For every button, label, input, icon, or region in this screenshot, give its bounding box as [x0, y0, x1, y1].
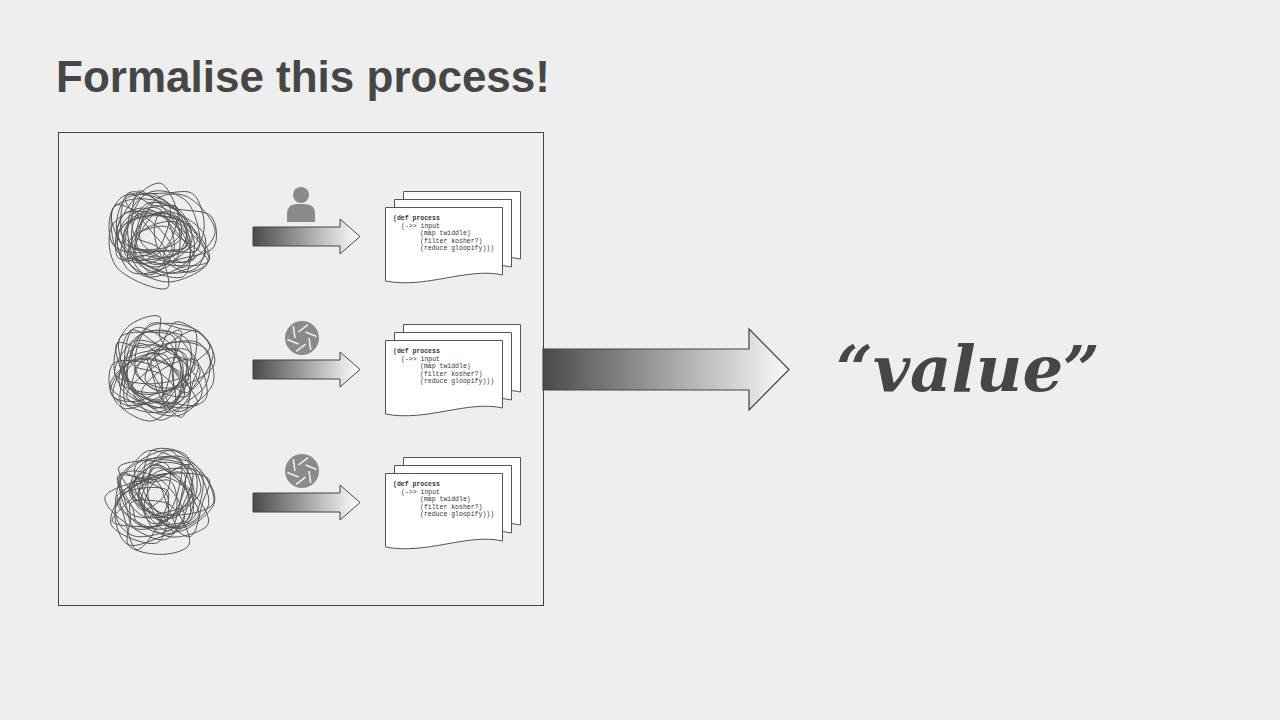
tangle-scribble [109, 316, 215, 421]
code-line: (map twiddle) [385, 363, 495, 371]
scribble-loop [118, 332, 176, 400]
value-label: “value” [836, 331, 1100, 406]
code-line: (filter kosher?) [385, 371, 495, 379]
code-line: (def process [385, 481, 495, 489]
code-document: (def process(->> input(map twiddle)(filt… [385, 340, 503, 418]
aperture-blade [299, 458, 308, 465]
aperture-blade [293, 326, 295, 338]
front-page [386, 208, 503, 283]
scribble-loop [121, 211, 190, 258]
code-document: (def process(->> input(map twiddle)(filt… [385, 207, 503, 285]
scribble-loop [134, 206, 191, 278]
code-line: (def process [385, 215, 495, 223]
scribble-loop [114, 316, 187, 393]
front-page [386, 341, 503, 416]
scribble-loop [115, 211, 194, 262]
scribble-loop [115, 330, 195, 384]
process-frame [59, 133, 544, 606]
scribble-loop [127, 357, 203, 416]
code-line: (->> input [385, 223, 495, 231]
aperture-blade [287, 473, 298, 477]
scribble-loop [134, 456, 201, 524]
code-line: (filter kosher?) [385, 238, 495, 246]
scribble-loop [129, 226, 208, 282]
code-line: (def process [385, 348, 495, 356]
code-line: (map twiddle) [385, 230, 495, 238]
aperture-blade [309, 338, 311, 350]
big-arrow [543, 329, 789, 410]
code-line: (->> input [385, 356, 495, 364]
aperture-blade [293, 459, 295, 471]
small-arrows [253, 219, 360, 520]
scribble-loop [135, 458, 214, 515]
slide-title: Formalise this process! [56, 52, 550, 102]
scribble-loop [124, 193, 197, 260]
code-line: (->> input [385, 489, 495, 497]
front-page [386, 474, 503, 549]
code-document: (def process(->> input(map twiddle)(filt… [385, 473, 503, 551]
scribble-loop [122, 349, 188, 408]
code-line: (reduce gloopify))) [385, 378, 495, 386]
scribble-loop [119, 345, 183, 408]
small-arrow [253, 352, 360, 387]
aperture-body [285, 454, 319, 488]
small-arrow [253, 485, 360, 520]
code-line: (filter kosher?) [385, 504, 495, 512]
aperture-blade [299, 325, 308, 332]
aperture-blade [306, 332, 317, 336]
code-line: (map twiddle) [385, 496, 495, 504]
aperture-blade [309, 471, 311, 483]
aperture-body [285, 321, 319, 355]
scribble-loop [142, 450, 215, 532]
aperture-blade [296, 344, 305, 351]
aperture-blade [306, 465, 317, 469]
code-line: (reduce gloopify))) [385, 511, 495, 519]
scribble-loop [117, 468, 203, 529]
aperture-blade [287, 340, 298, 344]
camera-aperture-icon [285, 321, 319, 355]
small-arrow [253, 219, 360, 254]
aperture-blade [296, 477, 305, 484]
tangle-group [105, 183, 217, 554]
tangle-scribble [109, 183, 217, 289]
person-icon [287, 187, 315, 222]
camera-aperture-icon [285, 454, 319, 488]
code-line: (reduce gloopify))) [385, 245, 495, 253]
scribble-loop [132, 191, 195, 268]
tangle-scribble [105, 448, 215, 554]
